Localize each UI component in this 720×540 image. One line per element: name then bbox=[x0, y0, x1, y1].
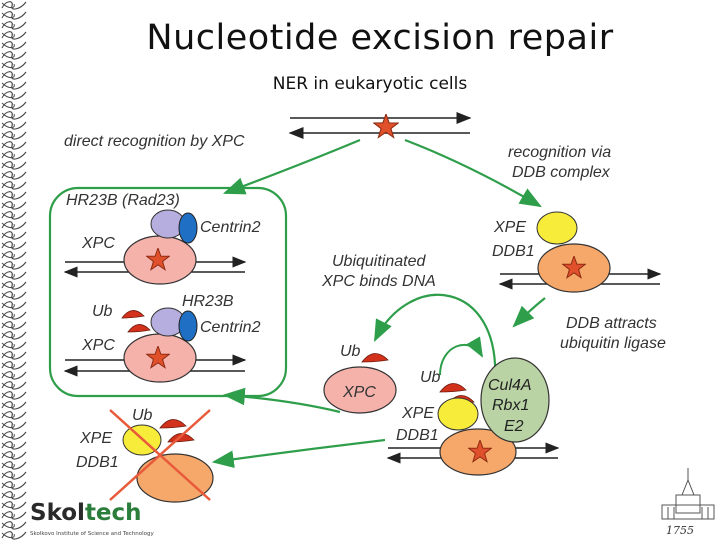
ubiquitin-mid-2 bbox=[127, 324, 151, 333]
ubiquitin-complex-1 bbox=[439, 383, 467, 393]
ddb1-protein-crossed bbox=[136, 453, 214, 503]
label-xpc-top: XPC bbox=[81, 235, 115, 252]
cul4a-complex bbox=[480, 357, 550, 443]
xpe-protein-top bbox=[536, 211, 578, 245]
logo-text-tech: tech bbox=[84, 500, 142, 526]
year-label: 1755 bbox=[666, 524, 694, 537]
top-dna-strand bbox=[288, 112, 472, 139]
label-recognition-via: recognition via bbox=[508, 144, 611, 161]
label-ub-complex: Ub bbox=[420, 369, 441, 386]
label-cul4a: Cul4A bbox=[488, 377, 532, 394]
slide-subtitle: NER in eukaryotic cells bbox=[272, 74, 468, 94]
cross-line-2 bbox=[109, 409, 211, 501]
label-ubiquitin-ligase: ubiquitin ligase bbox=[560, 335, 666, 352]
label-xpc-free: XPC bbox=[342, 384, 376, 401]
logo-subtext: Skolkovo Institute of Science and Techno… bbox=[30, 531, 154, 537]
arrow-xpc-to-box bbox=[222, 387, 341, 414]
xpc-protein-free bbox=[323, 366, 397, 414]
label-xpe-top: XPE bbox=[493, 219, 526, 236]
university-building-icon bbox=[661, 468, 715, 520]
label-ddb-attracts: DDB attracts bbox=[566, 315, 657, 332]
label-xpc-binds-dna: XPC binds DNA bbox=[321, 273, 436, 290]
arrow-ub-to-complex bbox=[439, 336, 483, 376]
label-direct-recognition: direct recognition by XPC bbox=[64, 133, 245, 150]
label-rbx1: Rbx1 bbox=[492, 397, 529, 414]
ubiquitin-crossed-1 bbox=[159, 419, 187, 429]
xpc-recognition-box bbox=[48, 186, 288, 398]
label-hr23b-mid: HR23B bbox=[182, 293, 234, 310]
arrow-ddb-to-ligase bbox=[512, 297, 546, 328]
label-xpe-bottom: XPE bbox=[401, 405, 434, 422]
centrin2-protein-mid bbox=[178, 310, 198, 342]
label-ub-mid: Ub bbox=[92, 303, 113, 320]
ubiquitin-mid-1 bbox=[121, 310, 145, 319]
label-xpe-crossed: XPE bbox=[79, 430, 112, 447]
xpe-protein-bottom bbox=[437, 397, 479, 431]
skoltech-logo: Skoltech bbox=[30, 500, 155, 540]
centrin2-protein-top bbox=[178, 212, 198, 244]
label-centrin2-mid: Centrin2 bbox=[200, 319, 261, 336]
arrow-to-degradation bbox=[211, 438, 386, 468]
decorative-left-border bbox=[0, 0, 28, 540]
arrow-to-ddb-recognition bbox=[404, 138, 542, 208]
label-ddb1-top: DDB1 bbox=[492, 243, 535, 260]
label-centrin2-top: Centrin2 bbox=[200, 219, 261, 236]
ubiquitin-free bbox=[361, 353, 389, 363]
label-xpc-mid: XPC bbox=[81, 337, 115, 354]
label-ddb1-crossed: DDB1 bbox=[76, 454, 119, 471]
arrow-ubiquitin-transfer bbox=[374, 293, 497, 381]
arrow-to-direct-recognition bbox=[222, 138, 361, 195]
label-ddb-complex: DDB complex bbox=[512, 164, 611, 181]
logo-text-skol: Skol bbox=[30, 500, 85, 526]
label-ub-free: Ub bbox=[340, 343, 361, 360]
label-ubiquitinated: Ubiquitinated bbox=[332, 253, 427, 270]
slide-title: Nucleotide excision repair bbox=[146, 18, 614, 58]
label-e2: E2 bbox=[504, 418, 524, 435]
label-hr23b-rad23: HR23B (Rad23) bbox=[66, 192, 180, 209]
label-ddb1-bottom: DDB1 bbox=[396, 427, 439, 444]
label-ub-crossed: Ub bbox=[132, 407, 153, 424]
